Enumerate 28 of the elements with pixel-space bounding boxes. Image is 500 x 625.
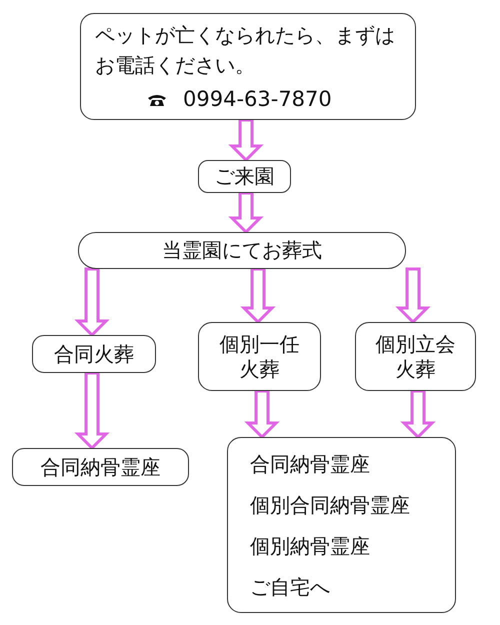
instruction-text: ペットが亡くなられたら、まずはお電話ください。: [95, 22, 396, 79]
process-box: [227, 437, 456, 613]
option-text: ご自宅へ: [250, 575, 330, 600]
step-label: 合同納骨霊座: [40, 454, 160, 480]
block-arrow: [228, 192, 264, 234]
option-text: 個別納骨霊座: [250, 534, 370, 559]
block-arrow: [240, 268, 276, 324]
process-box: [355, 322, 476, 391]
block-arrow: [395, 268, 431, 324]
process-box: [80, 13, 416, 120]
block-arrow: [400, 390, 436, 440]
process-box: [12, 448, 189, 486]
block-arrow: [228, 118, 264, 162]
step-label: 個別一任火葬: [218, 332, 300, 382]
process-box: [32, 335, 156, 373]
step-label: 当霊園にてお葬式: [162, 238, 322, 263]
process-box: [78, 232, 406, 269]
block-arrow: [74, 268, 110, 338]
step-label: ご来園: [214, 164, 274, 189]
step-label: 個別立会火葬: [374, 332, 456, 382]
process-box: [198, 160, 291, 193]
option-text: 合同納骨霊座: [250, 452, 370, 477]
option-text: 個別合同納骨霊座: [250, 493, 410, 518]
block-arrow: [244, 390, 280, 440]
block-arrow: [74, 372, 110, 450]
process-box: [198, 322, 321, 391]
step-label: 合同火葬: [54, 342, 134, 366]
phone-number: 0994-63-7870: [183, 86, 333, 112]
